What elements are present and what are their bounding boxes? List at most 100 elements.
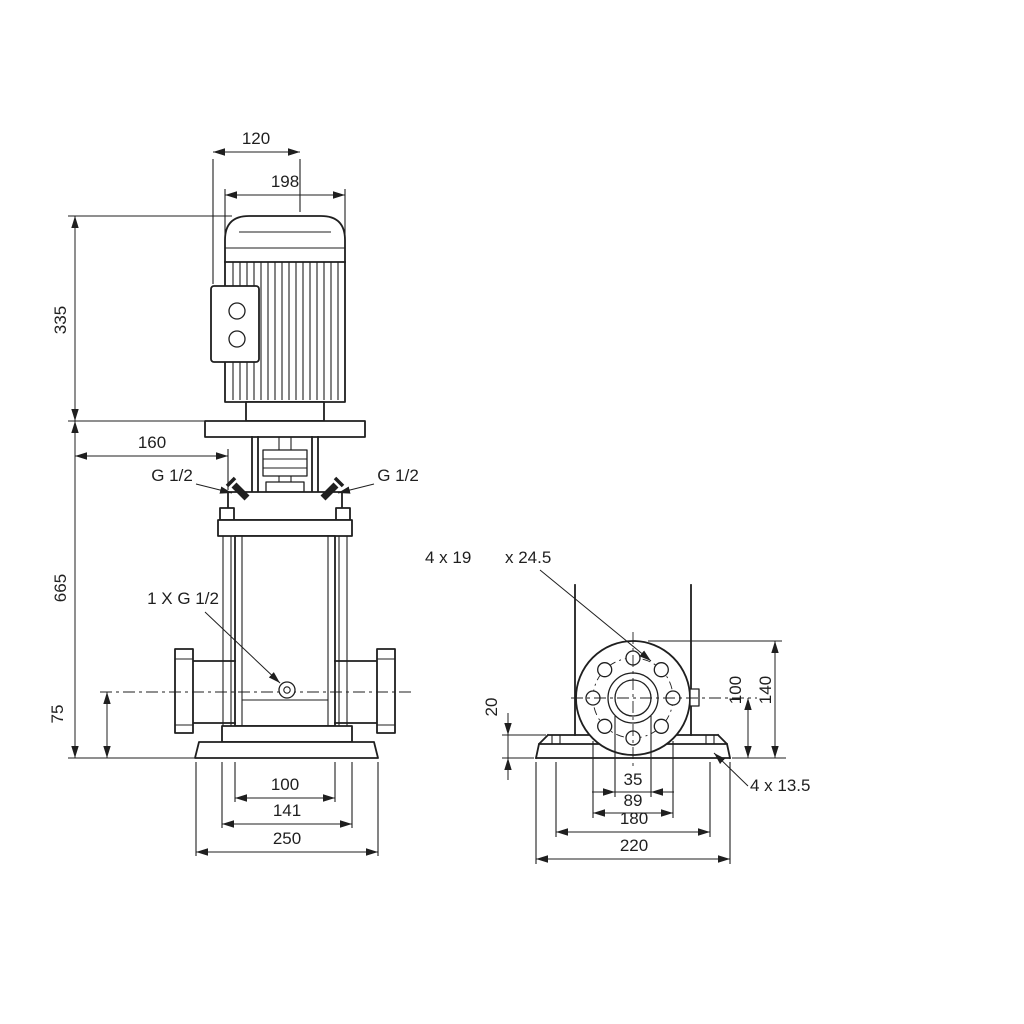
- dim-text-35: 35: [624, 770, 643, 789]
- dim-text-100: 100: [726, 676, 745, 704]
- bolt-hole: [653, 718, 669, 734]
- label-port-right: G 1/2: [337, 466, 419, 494]
- ext-lines: [614, 716, 652, 797]
- dim-text-120: 120: [242, 129, 270, 148]
- motor-cap-line: [225, 231, 345, 249]
- dim-text-180: 180: [620, 809, 648, 828]
- drain-plug-outer: [278, 681, 296, 699]
- dim-chamber-100: 100: [234, 762, 336, 802]
- bolt-hole: [653, 662, 669, 678]
- dim-text-160: 160: [138, 433, 166, 452]
- staybolts: [222, 536, 348, 726]
- flange-cbore-text: x 24.5: [505, 548, 551, 567]
- drain-text: 1 X G 1/2: [147, 589, 219, 608]
- dim-bore-35: 35: [592, 716, 674, 797]
- flange-holes-text: 4 x 19: [425, 548, 471, 567]
- dim-plate-thickness-20: 20: [482, 698, 546, 780]
- dim-terminal-face-120: 120: [212, 129, 301, 284]
- pipe-left: [192, 660, 236, 724]
- stool-frame: [251, 436, 319, 493]
- pump-column: [574, 584, 692, 736]
- flange-bolt-lines-right: [377, 658, 395, 726]
- port-left-text: G 1/2: [151, 466, 193, 485]
- dim-bolt-span-141: 141: [221, 762, 353, 828]
- motor-neck: [245, 401, 325, 422]
- plug-body: [231, 482, 250, 501]
- staybolt-nut-right: [335, 507, 351, 521]
- dim-text-335: 335: [51, 306, 70, 334]
- label-base-holes: 4 x 13.5: [713, 752, 811, 795]
- ext-lines: [68, 215, 232, 422]
- dim-text-220: 220: [620, 836, 648, 855]
- dim-motor-width-198: 198: [224, 172, 346, 236]
- leader-line: [204, 611, 281, 684]
- dim-text-89: 89: [624, 791, 643, 810]
- flange-bolt-holes: [585, 650, 681, 746]
- front-view: 120 198 335 665 160 75: [48, 129, 419, 856]
- ext-lines: [502, 734, 546, 759]
- dim-port-height-75: 75: [48, 692, 111, 758]
- dim-bolt-circle-89: 89: [592, 741, 674, 818]
- dim-160: 160: [75, 433, 229, 490]
- dim-text-100: 100: [271, 775, 299, 794]
- leader-line: [337, 483, 375, 494]
- base-plate-front: [194, 741, 379, 759]
- leader-line: [539, 569, 652, 662]
- dim-text-75: 75: [48, 705, 67, 724]
- chamber-bottom-flange: [221, 725, 353, 743]
- shaft-lines: [278, 437, 292, 482]
- dim-base-width-220: 220: [535, 762, 731, 864]
- discharge-flange: [334, 648, 396, 734]
- port-flange-face: [571, 632, 757, 766]
- motor-flange-plate: [204, 420, 366, 438]
- chamber-top-flange: [217, 519, 353, 537]
- motor-stool: [251, 436, 319, 493]
- ext-lines: [221, 762, 353, 828]
- port-right-text: G 1/2: [377, 466, 419, 485]
- chamber-inner-lines: [241, 536, 329, 726]
- terminal-box: [210, 285, 260, 363]
- dim-base-width-250: 250: [195, 762, 379, 856]
- ext-lines: [592, 741, 674, 818]
- flange-plate-right: [376, 648, 396, 734]
- dim-text-250: 250: [273, 829, 301, 848]
- ext-lines: [212, 159, 301, 284]
- drain-plug: [278, 681, 296, 699]
- ext-lines: [195, 762, 379, 856]
- dim-text-20: 20: [482, 698, 501, 717]
- dim-text-665: 665: [51, 574, 70, 602]
- side-view: 4 x 19 x 24.5 20 100 140 35: [425, 548, 811, 864]
- dim-port-center-height-100: 100: [726, 676, 786, 759]
- ext-lines: [555, 762, 711, 837]
- leader-line: [195, 483, 233, 494]
- port-plug-right: [320, 476, 345, 501]
- bolt-hole: [597, 718, 613, 734]
- label-flange-holes: 4 x 19 x 24.5: [425, 548, 652, 662]
- flange-plate-left: [174, 648, 194, 734]
- pipe-right: [334, 660, 378, 724]
- suction-flange: [174, 648, 236, 734]
- bolt-hole: [597, 662, 613, 678]
- dim-text-140: 140: [756, 676, 775, 704]
- flange-bolt-lines-left: [175, 658, 193, 726]
- label-port-left: G 1/2: [151, 466, 233, 494]
- label-drain: 1 X G 1/2: [147, 589, 281, 684]
- base-hole-marks: [551, 735, 715, 744]
- dim-base-hole-span-180: 180: [555, 762, 711, 837]
- base-holes-text: 4 x 13.5: [750, 776, 811, 795]
- coupling-split-lines: [263, 458, 307, 469]
- dim-pump-height-665: 665: [51, 421, 196, 759]
- coupling: [262, 449, 308, 477]
- staybolt-nut-left: [219, 507, 235, 521]
- dim-flange-top-height-140: 140: [648, 640, 782, 758]
- dim-motor-height-335: 335: [51, 215, 232, 422]
- leader-line: [713, 752, 749, 787]
- drain-plug-inner: [283, 686, 291, 694]
- plug-body: [320, 482, 339, 501]
- ext-lines: [535, 762, 731, 864]
- motor: [210, 215, 346, 403]
- dim-text-198: 198: [271, 172, 299, 191]
- cable-gland-bottom: [228, 330, 246, 348]
